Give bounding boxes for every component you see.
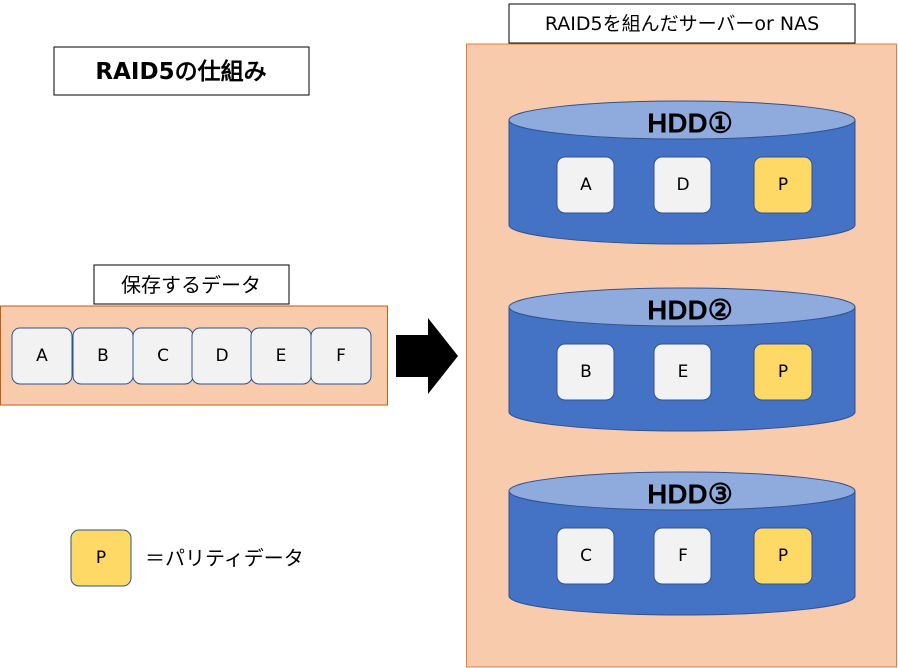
data-block-A: A xyxy=(11,327,73,385)
svg-text:A: A xyxy=(580,175,592,195)
svg-text:D: D xyxy=(676,175,689,195)
hdd-3: HDD③ C F P xyxy=(508,471,856,616)
svg-text:B: B xyxy=(97,346,109,366)
parity-block: P xyxy=(753,156,813,214)
hdd-label: HDD② xyxy=(647,295,733,326)
data-block-C: C xyxy=(556,527,615,585)
hdd-2: HDD② B E P xyxy=(508,287,856,432)
svg-text:D: D xyxy=(215,346,228,366)
data-block-C: C xyxy=(132,327,194,385)
source-data-blocks: A B C D E F xyxy=(11,327,372,385)
svg-text:P: P xyxy=(778,175,788,195)
server-label: RAID5を組んだサーバーor NAS xyxy=(508,3,856,44)
parity-block: P xyxy=(753,343,813,401)
svg-text:B: B xyxy=(580,362,592,382)
data-block-D: D xyxy=(653,156,712,214)
data-block-A: A xyxy=(556,156,615,214)
svg-text:C: C xyxy=(157,346,169,366)
diagram-title: RAID5の仕組み xyxy=(53,46,310,96)
legend: P ＝パリティデータ xyxy=(70,529,304,587)
svg-text:保存するデータ: 保存するデータ xyxy=(121,273,261,297)
legend-text: ＝パリティデータ xyxy=(145,546,304,570)
svg-text:F: F xyxy=(336,346,346,366)
disk-top xyxy=(508,100,856,140)
disk-top xyxy=(508,471,856,511)
disk-top xyxy=(508,287,856,327)
svg-text:P: P xyxy=(778,362,788,382)
data-block-E: E xyxy=(250,327,312,385)
source-data-label: 保存するデータ xyxy=(93,264,290,305)
title-text: RAID5の仕組み xyxy=(95,58,266,85)
hdd-label: HDD① xyxy=(647,108,733,139)
svg-text:RAID5を組んだサーバーor NAS: RAID5を組んだサーバーor NAS xyxy=(545,13,819,35)
svg-text:A: A xyxy=(36,346,48,366)
svg-text:E: E xyxy=(678,362,689,382)
data-block-B: B xyxy=(72,327,134,385)
data-block-D: D xyxy=(191,327,253,385)
hdd-1: HDD① A D P xyxy=(508,100,856,245)
svg-text:F: F xyxy=(678,546,688,566)
data-block-B: B xyxy=(556,343,615,401)
svg-text:E: E xyxy=(276,346,287,366)
data-block-F: F xyxy=(310,327,372,385)
drives: HDD① A D P HDD② B E P HDD③ C F P xyxy=(508,100,856,616)
svg-text:P: P xyxy=(778,546,788,566)
right-arrow-icon xyxy=(396,318,458,394)
data-block-E: E xyxy=(653,343,712,401)
svg-text:P: P xyxy=(96,548,106,568)
parity-block: P xyxy=(753,527,813,585)
data-block-F: F xyxy=(653,527,712,585)
legend-parity-block xyxy=(70,529,132,587)
svg-text:C: C xyxy=(580,546,592,566)
hdd-label: HDD③ xyxy=(647,479,733,510)
